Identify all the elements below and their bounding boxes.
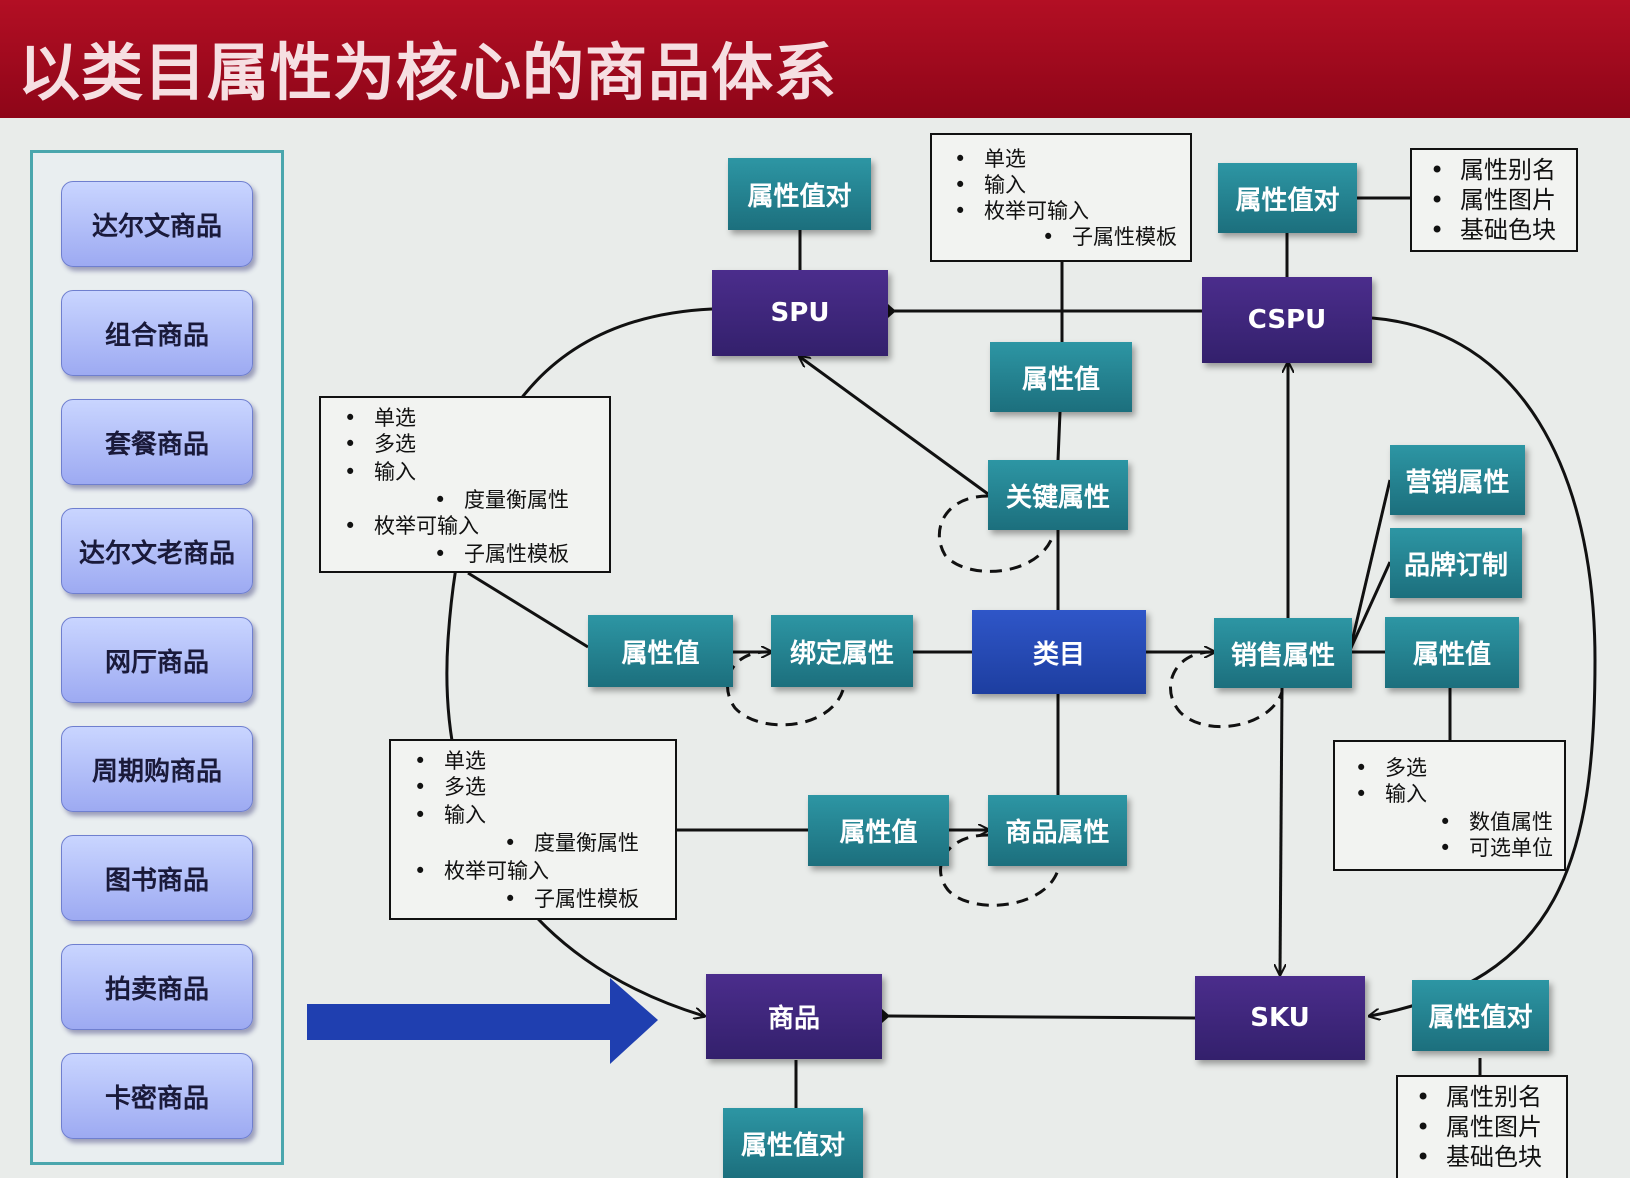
box-item: 枚举可输入 [414,859,549,883]
product-type-panel: 达尔文商品 组合商品 套餐商品 达尔文老商品 网厅商品 周期购商品 图书商品 拍… [30,150,284,1165]
sidebar-item-subscription[interactable]: 周期购商品 [61,726,253,812]
sku-node[interactable]: SKU [1195,976,1365,1060]
sidebar-item-darwin-legacy[interactable]: 达尔文老商品 [61,508,253,594]
box-bind-attr-types: 单选 多选 输入 度量衡属性 枚举可输入 子属性模板 [319,396,611,573]
bind-attr-node[interactable]: 绑定属性 [771,615,913,687]
box-item: 输入 [414,803,486,827]
sidebar-item-darwin[interactable]: 达尔文商品 [61,181,253,267]
sale-attr-node[interactable]: 销售属性 [1214,618,1352,688]
sidebar-item-package[interactable]: 套餐商品 [61,399,253,485]
page-title: 以类目属性为核心的商品体系 [18,36,838,109]
sale-attr-value-node[interactable]: 属性值 [1385,617,1519,688]
box-sku-attr-extras: 属性别名 属性图片 基础色块 [1396,1075,1568,1178]
box-item: 属性图片 [1416,1112,1542,1142]
box-item: 属性别名 [1430,155,1556,185]
goods-attr-node[interactable]: 商品属性 [988,795,1127,866]
box-item: 度量衡属性 [434,488,569,512]
box-item: 基础色块 [1416,1142,1542,1172]
box-item: 可选单位 [1439,836,1553,860]
box-item: 枚举可输入 [344,514,479,538]
goods-node[interactable]: 商品 [706,974,882,1059]
sku-attr-pair-node[interactable]: 属性值对 [1412,980,1549,1051]
box-item: 多选 [344,432,416,456]
sidebar-item-combo[interactable]: 组合商品 [61,290,253,376]
title-bar: 以类目属性为核心的商品体系 [0,0,1630,118]
flow-arrow [307,978,658,1064]
box-item: 基础色块 [1430,215,1556,245]
box-item: 子属性模板 [434,542,569,566]
box-item: 数值属性 [1439,810,1553,834]
sidebar-item-online-hall[interactable]: 网厅商品 [61,617,253,703]
box-item: 多选 [414,775,486,799]
brand-custom-node[interactable]: 品牌订制 [1390,528,1522,598]
sidebar-item-book[interactable]: 图书商品 [61,835,253,921]
goods-attr-value-node[interactable]: 属性值 [808,795,949,866]
sidebar-item-card-code[interactable]: 卡密商品 [61,1053,253,1139]
box-item: 子属性模板 [504,887,639,911]
box-item: 单选 [954,147,1026,171]
key-attr-value-node[interactable]: 属性值 [990,342,1132,412]
box-item: 子属性模板 [1042,225,1177,249]
box-item: 输入 [954,173,1026,197]
goods-attr-pair-node[interactable]: 属性值对 [723,1108,863,1178]
sidebar-item-auction[interactable]: 拍卖商品 [61,944,253,1030]
spu-attr-pair-node[interactable]: 属性值对 [728,158,871,230]
cspu-node[interactable]: CSPU [1202,277,1372,363]
box-item: 单选 [344,406,416,430]
box-key-attr-types: 单选 输入 枚举可输入 子属性模板 [930,133,1192,262]
box-item: 输入 [344,460,416,484]
box-item: 输入 [1355,782,1427,806]
box-item: 度量衡属性 [504,831,639,855]
box-cspu-attr-extras: 属性别名 属性图片 基础色块 [1410,148,1578,252]
key-attr-node[interactable]: 关键属性 [988,460,1128,530]
box-sale-attr-types: 多选 输入 数值属性 可选单位 [1333,740,1566,871]
box-item: 属性图片 [1430,185,1556,215]
spu-node[interactable]: SPU [712,270,888,356]
bind-attr-value-node[interactable]: 属性值 [588,615,733,687]
box-item: 属性别名 [1416,1082,1542,1112]
box-item: 枚举可输入 [954,199,1089,223]
box-item: 多选 [1355,756,1427,780]
category-node[interactable]: 类目 [972,610,1146,694]
cspu-attr-pair-node[interactable]: 属性值对 [1218,163,1357,233]
marketing-attr-node[interactable]: 营销属性 [1390,445,1525,515]
box-item: 单选 [414,749,486,773]
box-goods-attr-types: 单选 多选 输入 度量衡属性 枚举可输入 子属性模板 [389,739,677,920]
